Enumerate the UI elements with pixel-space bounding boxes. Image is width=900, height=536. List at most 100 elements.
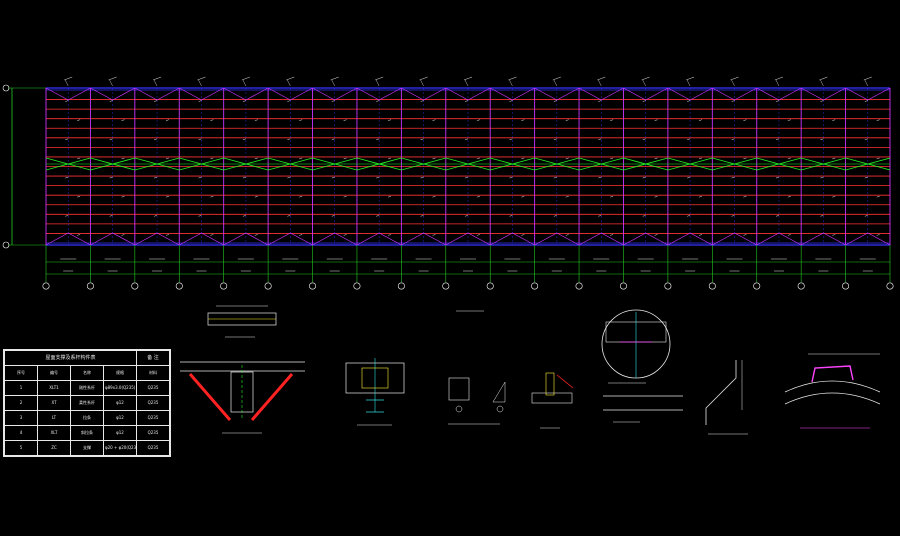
leader-line [65, 79, 69, 87]
annotation-mark [521, 119, 525, 121]
annotation-mark [775, 138, 780, 141]
annotation-mark [642, 138, 646, 141]
annotation-mark [820, 215, 824, 217]
annotation-mark [210, 234, 214, 236]
annotation-mark [687, 138, 691, 141]
annotation-mark [432, 234, 436, 236]
table-remark-header: 备 注 [136, 350, 170, 366]
annotation-mark [121, 234, 125, 236]
cell: Q235 [136, 425, 170, 441]
cell: Q235 [136, 380, 170, 396]
column-axis-bubble [619, 282, 627, 290]
annotation-mark [387, 234, 392, 236]
annotation-mark [553, 215, 557, 217]
edge-bracing [179, 87, 224, 101]
annotation-mark [820, 138, 824, 141]
edge-bracing [356, 232, 402, 246]
cell: Q235 [136, 395, 170, 411]
member-tag [419, 76, 428, 81]
edge-bracing [712, 87, 757, 101]
annotation-mark [687, 100, 691, 102]
annotation-mark [331, 215, 335, 217]
detail-bubble [455, 405, 463, 413]
annotation-mark [432, 119, 436, 121]
annotation-mark [864, 176, 868, 179]
annotation-mark [509, 138, 513, 141]
column-axis-bubble [353, 282, 361, 290]
table-title: 屋面支撑及系杆构件表 [4, 350, 137, 366]
edge-bracing [179, 232, 224, 246]
angle-detail [492, 381, 506, 403]
edge-bracing [267, 232, 313, 246]
member-tag [463, 76, 473, 81]
edge-bracing [845, 87, 891, 101]
annotation-mark [154, 215, 158, 217]
annotation-mark [299, 195, 303, 198]
leader-line [864, 79, 868, 87]
column-axis-bubble [264, 282, 272, 290]
column-axis-bubble [886, 282, 894, 290]
member-tag [241, 76, 250, 81]
annotation-mark [154, 100, 158, 102]
col-header: 名称 [70, 365, 104, 381]
col-header: 编号 [37, 365, 71, 381]
cell: φ12 [103, 395, 137, 411]
annotation-mark [610, 234, 614, 236]
edge-bracing [401, 232, 446, 246]
annotation-mark [65, 138, 69, 141]
annotation-mark [198, 215, 202, 217]
annotation-mark [731, 100, 735, 102]
annotation-mark [331, 176, 335, 179]
member-tag [819, 76, 828, 81]
annotation-mark [509, 176, 513, 179]
brace-member [188, 373, 232, 421]
edge-bracing [223, 232, 269, 246]
leader-line [109, 79, 113, 87]
annotation-mark [376, 138, 380, 141]
annotation-mark [420, 138, 424, 141]
annotation-mark [287, 138, 291, 141]
purlin-connection [811, 365, 854, 383]
cell: 5 [4, 440, 38, 456]
annotation-mark [775, 100, 780, 102]
edge-bracing [578, 87, 624, 101]
annotation-mark [832, 234, 836, 236]
annotation-mark [864, 138, 868, 141]
leader-line [198, 79, 202, 87]
col-header: 材料 [136, 365, 170, 381]
annotation-mark [864, 215, 868, 217]
annotation-mark [610, 157, 614, 160]
table-row: 5 ZC 支撑 φ20 + φ20(Q235) Q235 [4, 440, 170, 456]
annotation-mark [331, 100, 335, 102]
cell: 3 [4, 410, 38, 426]
edge-bracing [534, 232, 580, 246]
annotation-mark [210, 157, 214, 160]
annotation-mark [287, 215, 291, 217]
annotation-mark [198, 176, 202, 179]
member-tag [774, 76, 784, 81]
annotation-mark [787, 157, 791, 160]
edge-bracing [490, 87, 535, 101]
annotation-mark [654, 234, 658, 236]
annotation-mark [642, 100, 646, 102]
annotation-mark [376, 215, 380, 217]
detail-bubble [496, 405, 504, 413]
annotation-mark [743, 234, 747, 236]
member-tag [597, 76, 606, 81]
annotation-mark [165, 195, 170, 198]
edge-bracing [267, 87, 313, 101]
column-axis-bubble [442, 282, 450, 290]
cell: 刚性系杆 [70, 380, 104, 396]
column-axis-bubble [664, 282, 672, 290]
annotation-mark [787, 119, 791, 121]
cell: Q235 [136, 410, 170, 426]
edge-bracing [90, 87, 136, 101]
annotation-mark [432, 195, 436, 198]
annotation-mark [565, 157, 569, 160]
annotation-mark [109, 215, 113, 217]
column-axis-bubble [309, 282, 317, 290]
annotation-mark [476, 157, 480, 160]
member-tag [863, 76, 872, 81]
cell: ZC [37, 440, 71, 456]
edge-bracing [445, 87, 491, 101]
